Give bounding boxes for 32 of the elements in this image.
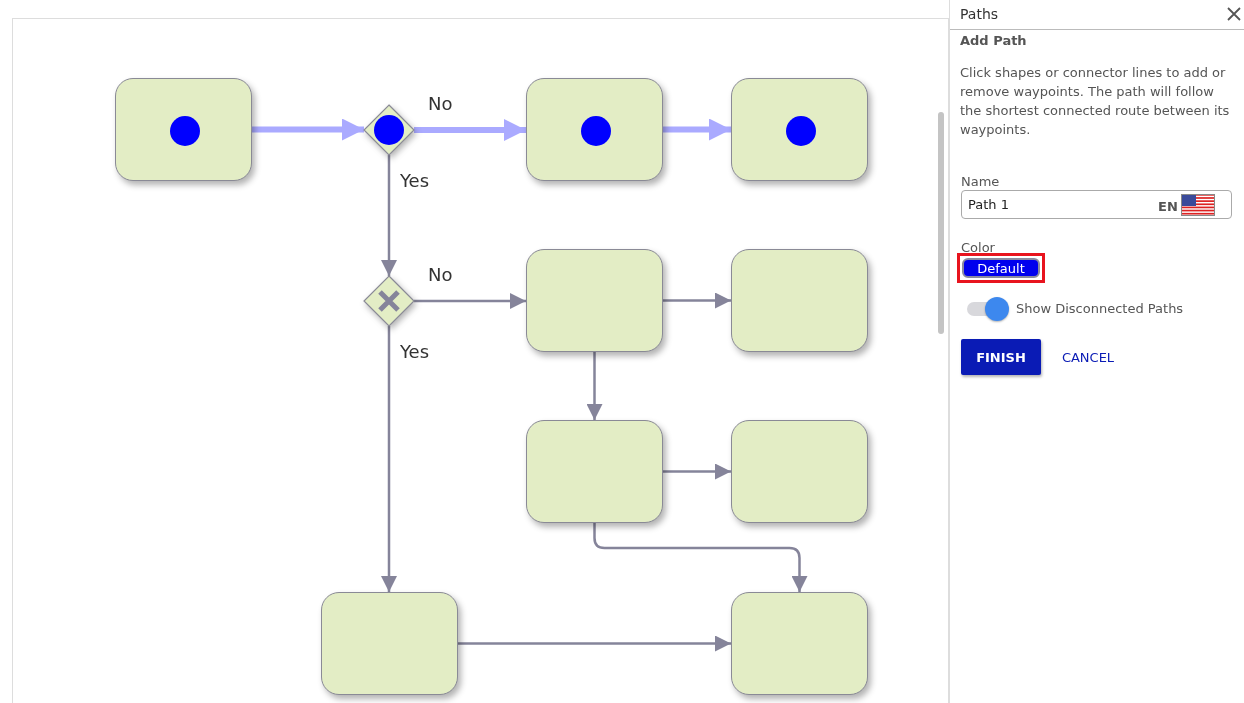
arrow (414, 293, 526, 309)
arrow (663, 292, 731, 309)
process-box (115, 78, 252, 181)
process-box (526, 420, 663, 523)
arrow (252, 118, 364, 141)
cancel-button: CANCEL (1055, 345, 1121, 369)
arrow (414, 119, 526, 141)
section-heading: Add Path (960, 32, 1027, 50)
decision-diamond (364, 105, 414, 155)
arrow (458, 635, 731, 652)
process-box (321, 592, 458, 695)
process-box (731, 592, 868, 695)
field-label: Color (961, 239, 995, 257)
process-box (526, 249, 663, 352)
color-button: Default (962, 258, 1040, 278)
toggle-label: Show Disconnected Paths (1016, 300, 1184, 318)
arrow (381, 326, 397, 592)
language-code: EN (1158, 198, 1178, 216)
arrow (381, 155, 397, 276)
finish-button: FINISH (961, 339, 1041, 375)
arrow (586, 352, 603, 420)
arrow (663, 463, 731, 480)
decision-diamond (364, 276, 414, 326)
process-box (731, 249, 868, 352)
panel-title: Paths (960, 5, 999, 24)
process-box (526, 78, 663, 181)
arrow (593, 523, 808, 592)
process-box (731, 78, 868, 181)
help-text: Click shapes or connector lines to add or remove waypoints. The path will follow the shortest connected route between its waypoints. (960, 64, 1231, 139)
field-label: Name (961, 173, 1000, 191)
arrow (663, 118, 731, 141)
process-box (731, 420, 868, 523)
